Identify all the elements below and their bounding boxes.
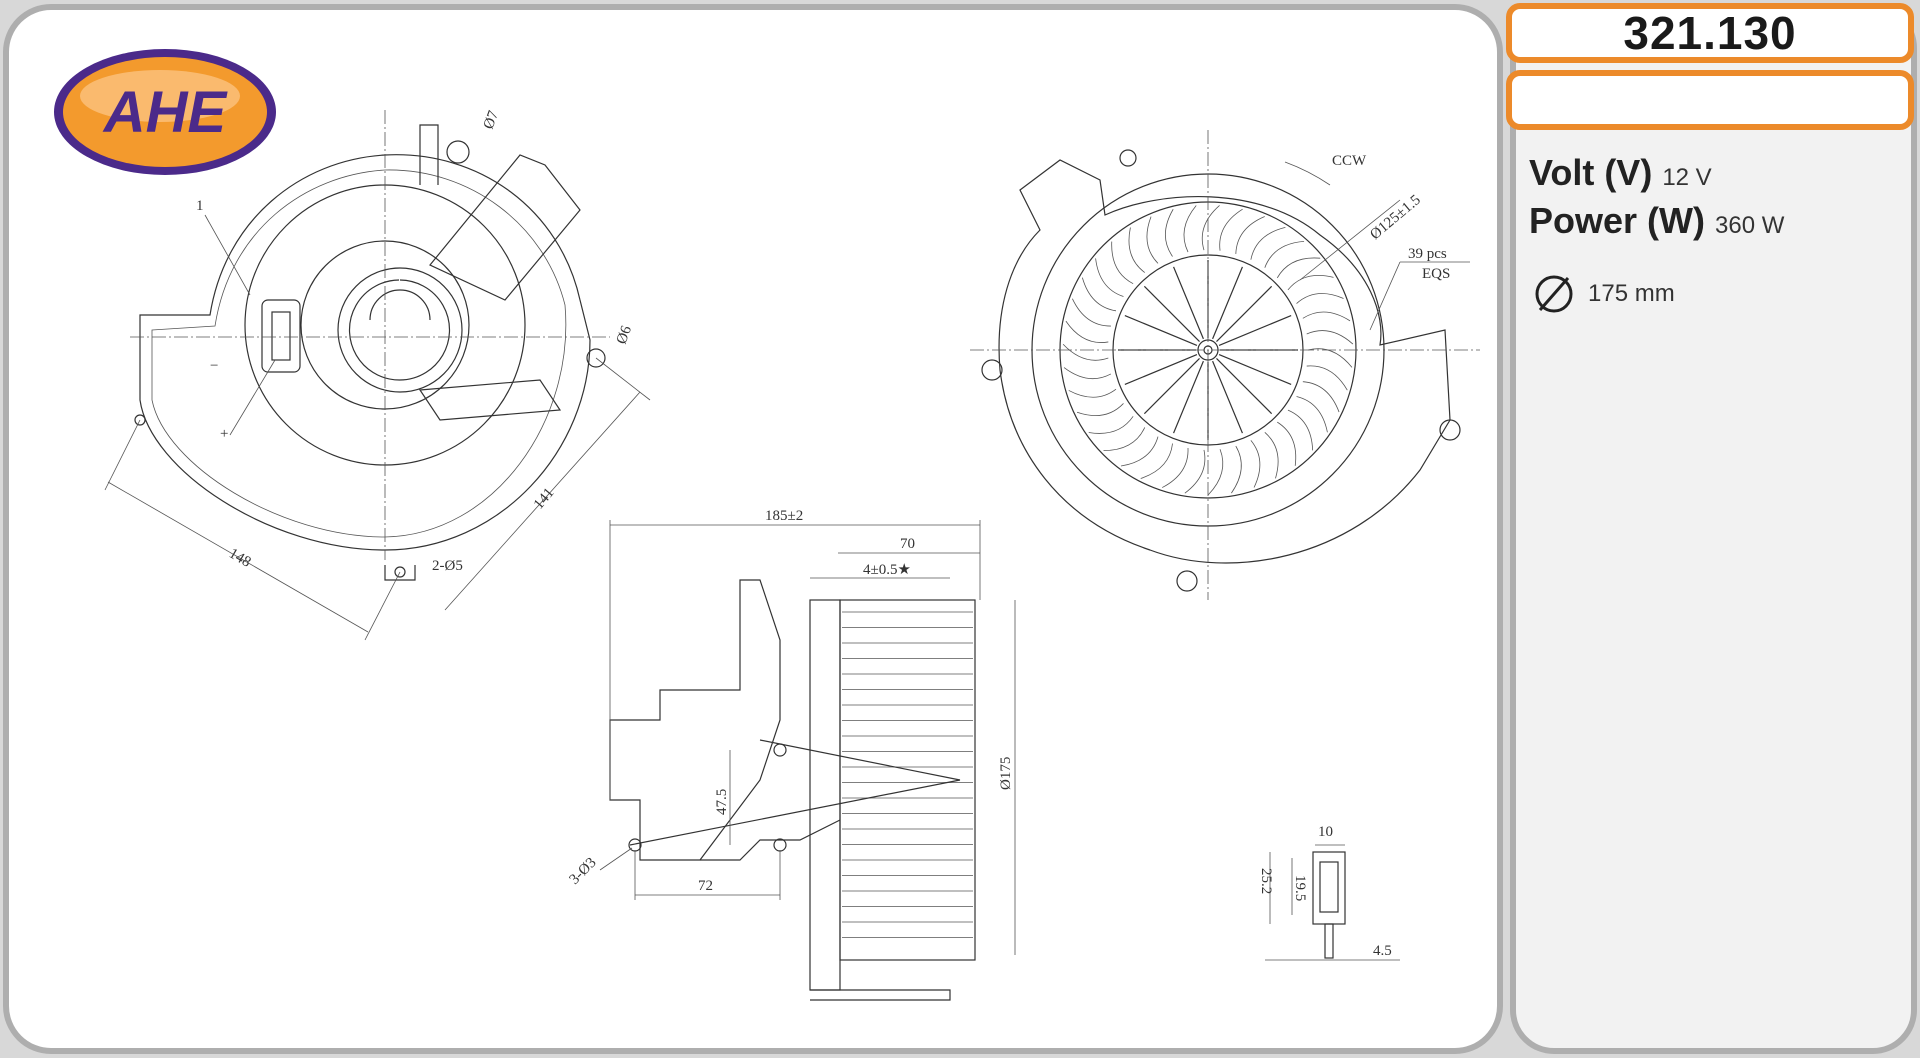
fan-blade bbox=[1095, 258, 1124, 297]
volt-row: Volt (V) 12 V bbox=[1529, 152, 1712, 194]
svg-text:10: 10 bbox=[1318, 824, 1333, 840]
fan-blade bbox=[1277, 421, 1297, 466]
fan-blade bbox=[1231, 445, 1242, 494]
power-value: 360 W bbox=[1715, 212, 1785, 239]
fan-blade bbox=[1068, 388, 1117, 398]
fan-blade bbox=[1164, 209, 1174, 257]
spec-panel bbox=[1510, 4, 1917, 1054]
fan-fins bbox=[842, 611, 973, 938]
svg-text:47.5: 47.5 bbox=[714, 789, 730, 815]
fan-blade bbox=[1276, 257, 1321, 279]
svg-text:148: 148 bbox=[226, 546, 253, 571]
diameter-value: 175 mm bbox=[1588, 280, 1675, 307]
fan-blade bbox=[1307, 348, 1353, 368]
svg-text:+: + bbox=[220, 426, 228, 442]
fan-blade bbox=[1120, 436, 1159, 467]
svg-text:4.5: 4.5 bbox=[1373, 943, 1392, 959]
fan-blade bbox=[1183, 205, 1197, 253]
svg-text:25.2: 25.2 bbox=[1258, 868, 1274, 894]
fan-blade bbox=[1162, 447, 1189, 488]
svg-text:39 pcs: 39 pcs bbox=[1408, 246, 1447, 262]
svg-text:4±0.5★: 4±0.5★ bbox=[863, 562, 911, 578]
fan-blade bbox=[1235, 216, 1265, 254]
hub-spoke bbox=[1143, 358, 1200, 415]
svg-text:72: 72 bbox=[698, 878, 713, 894]
hub-spoke bbox=[1218, 315, 1292, 346]
fan-blade bbox=[1062, 344, 1109, 361]
product-subtitle-box bbox=[1506, 70, 1914, 130]
fan-blade bbox=[1201, 205, 1220, 251]
fan-blade bbox=[1306, 330, 1354, 345]
hub-spoke bbox=[1143, 285, 1200, 342]
svg-text:1: 1 bbox=[196, 198, 204, 214]
svg-text:3-Ø3: 3-Ø3 bbox=[567, 855, 600, 888]
diameter-row: 175 mm bbox=[1532, 272, 1675, 316]
svg-text:Ø125±1.5: Ø125±1.5 bbox=[1367, 192, 1423, 243]
fan-blade bbox=[1088, 416, 1134, 434]
hub-spoke bbox=[1216, 285, 1273, 342]
fan-blade bbox=[1250, 226, 1286, 260]
fan-blade bbox=[1250, 440, 1261, 488]
fan-blade bbox=[1302, 311, 1351, 322]
fan-blade bbox=[1140, 443, 1173, 479]
fan-blade bbox=[1287, 409, 1314, 451]
svg-text:2-Ø5: 2-Ø5 bbox=[432, 558, 463, 574]
hub-spoke bbox=[1212, 360, 1243, 434]
top-view: 148 141 2-Ø5 Ø7 Ø6 1 − + bbox=[104, 108, 651, 641]
fan-blade bbox=[1072, 298, 1111, 327]
power-row: Power (W) 360 W bbox=[1529, 200, 1784, 242]
fan-blade bbox=[1065, 320, 1109, 343]
fan-blade bbox=[1184, 449, 1206, 494]
fan-blade bbox=[1076, 403, 1124, 416]
ahe-logo: AHE bbox=[54, 49, 276, 175]
fan-blades bbox=[1062, 205, 1354, 496]
fan-blade bbox=[1306, 365, 1348, 391]
fan-blade bbox=[1128, 227, 1145, 273]
fan-blade bbox=[1219, 208, 1243, 251]
front-view: CCW Ø125±1.5 39 pcs EQS bbox=[970, 130, 1480, 600]
technical-drawing: AHE 148 141 2-Ø5 Ø7 Ø6 1 − + bbox=[54, 49, 1480, 1001]
fan-blade bbox=[1103, 427, 1146, 451]
svg-text:19.5: 19.5 bbox=[1292, 875, 1308, 901]
product-code-box: 321.130 bbox=[1506, 3, 1914, 63]
hub-spoke bbox=[1212, 266, 1243, 340]
fan-blade bbox=[1207, 449, 1224, 496]
fan-blade bbox=[1296, 293, 1344, 304]
hub-spoke bbox=[1216, 358, 1273, 415]
fan-blade bbox=[1081, 277, 1117, 312]
side-view: 185±2 70 4±0.5★ Ø175 47.5 72 3-Ø3 bbox=[567, 508, 1016, 1001]
product-code: 321.130 bbox=[1623, 7, 1797, 59]
hub-spoke bbox=[1173, 266, 1204, 340]
hub-spoke bbox=[1173, 360, 1204, 434]
connector-detail: 10 19.5 25.2 4.5 bbox=[1258, 824, 1400, 961]
fan-blade bbox=[1063, 367, 1112, 380]
diameter-icon bbox=[1535, 275, 1573, 313]
power-label: Power (W) bbox=[1529, 200, 1705, 241]
svg-text:−: − bbox=[210, 358, 218, 374]
drawing-panel bbox=[3, 4, 1503, 1054]
fan-blade bbox=[1146, 216, 1159, 264]
fan-blade bbox=[1287, 275, 1334, 291]
logo-text: AHE bbox=[102, 80, 229, 145]
fan-blade bbox=[1302, 381, 1340, 413]
fan-blade bbox=[1264, 431, 1279, 479]
svg-text:CCW: CCW bbox=[1332, 153, 1367, 169]
svg-text:185±2: 185±2 bbox=[765, 508, 803, 524]
fan-blade bbox=[1111, 241, 1134, 285]
hub-spoke bbox=[1218, 354, 1292, 385]
svg-text:Ø7: Ø7 bbox=[481, 108, 502, 131]
hub-spoke bbox=[1124, 354, 1198, 385]
svg-text:70: 70 bbox=[900, 536, 915, 552]
svg-text:EQS: EQS bbox=[1422, 266, 1450, 282]
volt-value: 12 V bbox=[1662, 164, 1712, 191]
volt-label: Volt (V) bbox=[1529, 152, 1653, 193]
hub-spoke bbox=[1124, 315, 1198, 346]
svg-text:Ø175: Ø175 bbox=[998, 757, 1014, 790]
fan-blade bbox=[1296, 396, 1328, 433]
fan-blade bbox=[1264, 240, 1305, 268]
svg-text:Ø6: Ø6 bbox=[614, 323, 635, 346]
